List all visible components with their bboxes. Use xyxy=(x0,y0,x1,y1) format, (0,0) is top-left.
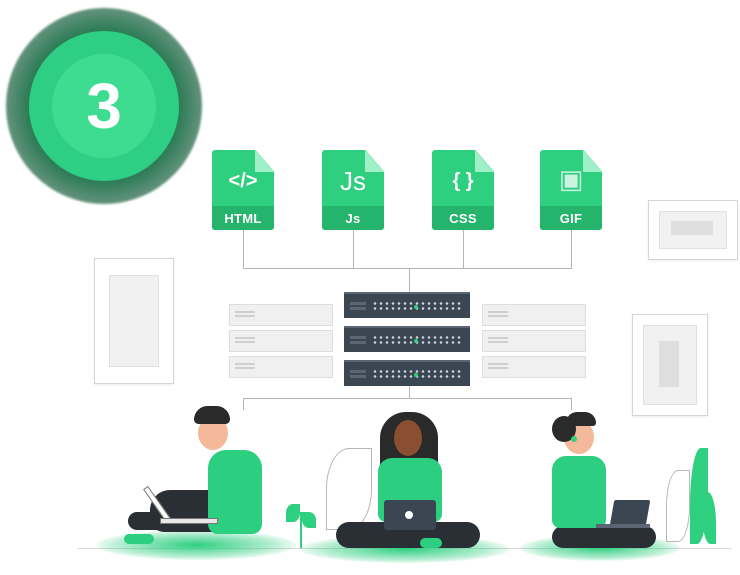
step-number: 3 xyxy=(86,70,122,142)
file-gif: ▣ GIF xyxy=(540,150,602,230)
image-icon: ▣ xyxy=(558,164,584,194)
server-rack-main xyxy=(344,326,470,352)
wall-frame-left xyxy=(94,258,174,384)
server-rack-main xyxy=(344,292,470,318)
step-badge xyxy=(52,54,156,158)
headset-icon xyxy=(571,436,577,442)
connector xyxy=(243,230,244,268)
wall-frame-right xyxy=(632,314,708,416)
server-rack-left xyxy=(229,304,333,326)
file-html: </> HTML xyxy=(212,150,274,230)
server-rack-left xyxy=(229,356,333,378)
code-icon: </> xyxy=(228,170,258,192)
wall-frame-top-right xyxy=(648,200,738,260)
connector xyxy=(243,268,572,269)
file-label: HTML xyxy=(224,211,262,226)
server-rack-right xyxy=(482,330,586,352)
file-css: { } CSS xyxy=(432,150,494,230)
server-rack-right xyxy=(482,304,586,326)
connector xyxy=(409,386,410,398)
file-js: Js Js xyxy=(322,150,384,230)
server-rack-left xyxy=(229,330,333,352)
connector xyxy=(243,398,572,399)
leaf-decor xyxy=(326,448,372,530)
laptop-icon xyxy=(609,500,651,526)
connector xyxy=(571,230,572,268)
server-rack-main xyxy=(344,360,470,386)
file-label: CSS xyxy=(449,211,477,226)
server-rack-right xyxy=(482,356,586,378)
braces-icon: { } xyxy=(452,170,474,192)
js-icon: Js xyxy=(340,166,366,196)
connector xyxy=(571,398,572,410)
connector xyxy=(409,268,410,292)
connector xyxy=(353,230,354,268)
file-label: GIF xyxy=(559,211,583,226)
connector xyxy=(463,230,464,268)
file-label: Js xyxy=(345,211,361,226)
connector xyxy=(243,398,244,410)
